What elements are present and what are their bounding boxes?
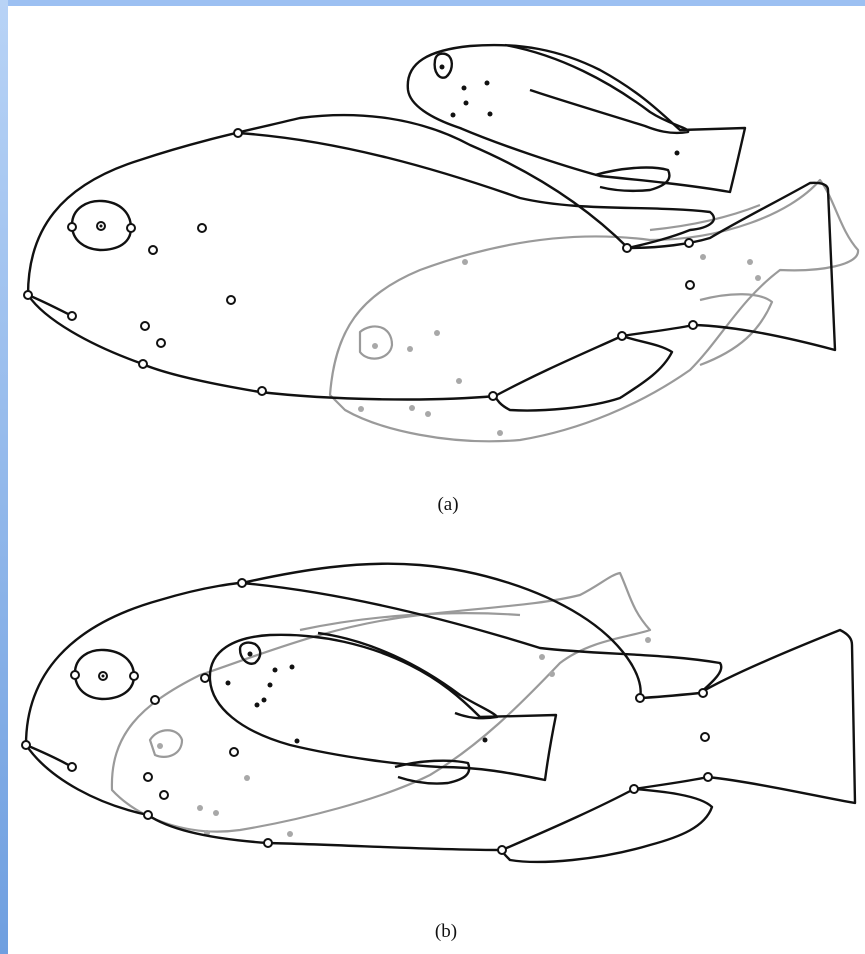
black-fish-outline-a [28, 115, 835, 410]
panel-a [0, 0, 865, 470]
black-landmarks-b [22, 579, 712, 854]
gray-landmarks-b [157, 637, 651, 837]
panel-b [0, 545, 865, 905]
gray-fish-outline-b [112, 573, 650, 832]
small-fish-landmarks-a [440, 65, 680, 156]
small-fish-outline-a [408, 45, 745, 192]
panel-a-figure [0, 0, 865, 470]
panel-b-figure [0, 545, 865, 905]
small-fish-landmarks-b [226, 652, 488, 744]
small-fish-outline-b [210, 633, 556, 784]
caption-b: (b) [416, 921, 476, 943]
black-landmarks-a [24, 129, 697, 400]
caption-a: (a) [418, 494, 478, 516]
